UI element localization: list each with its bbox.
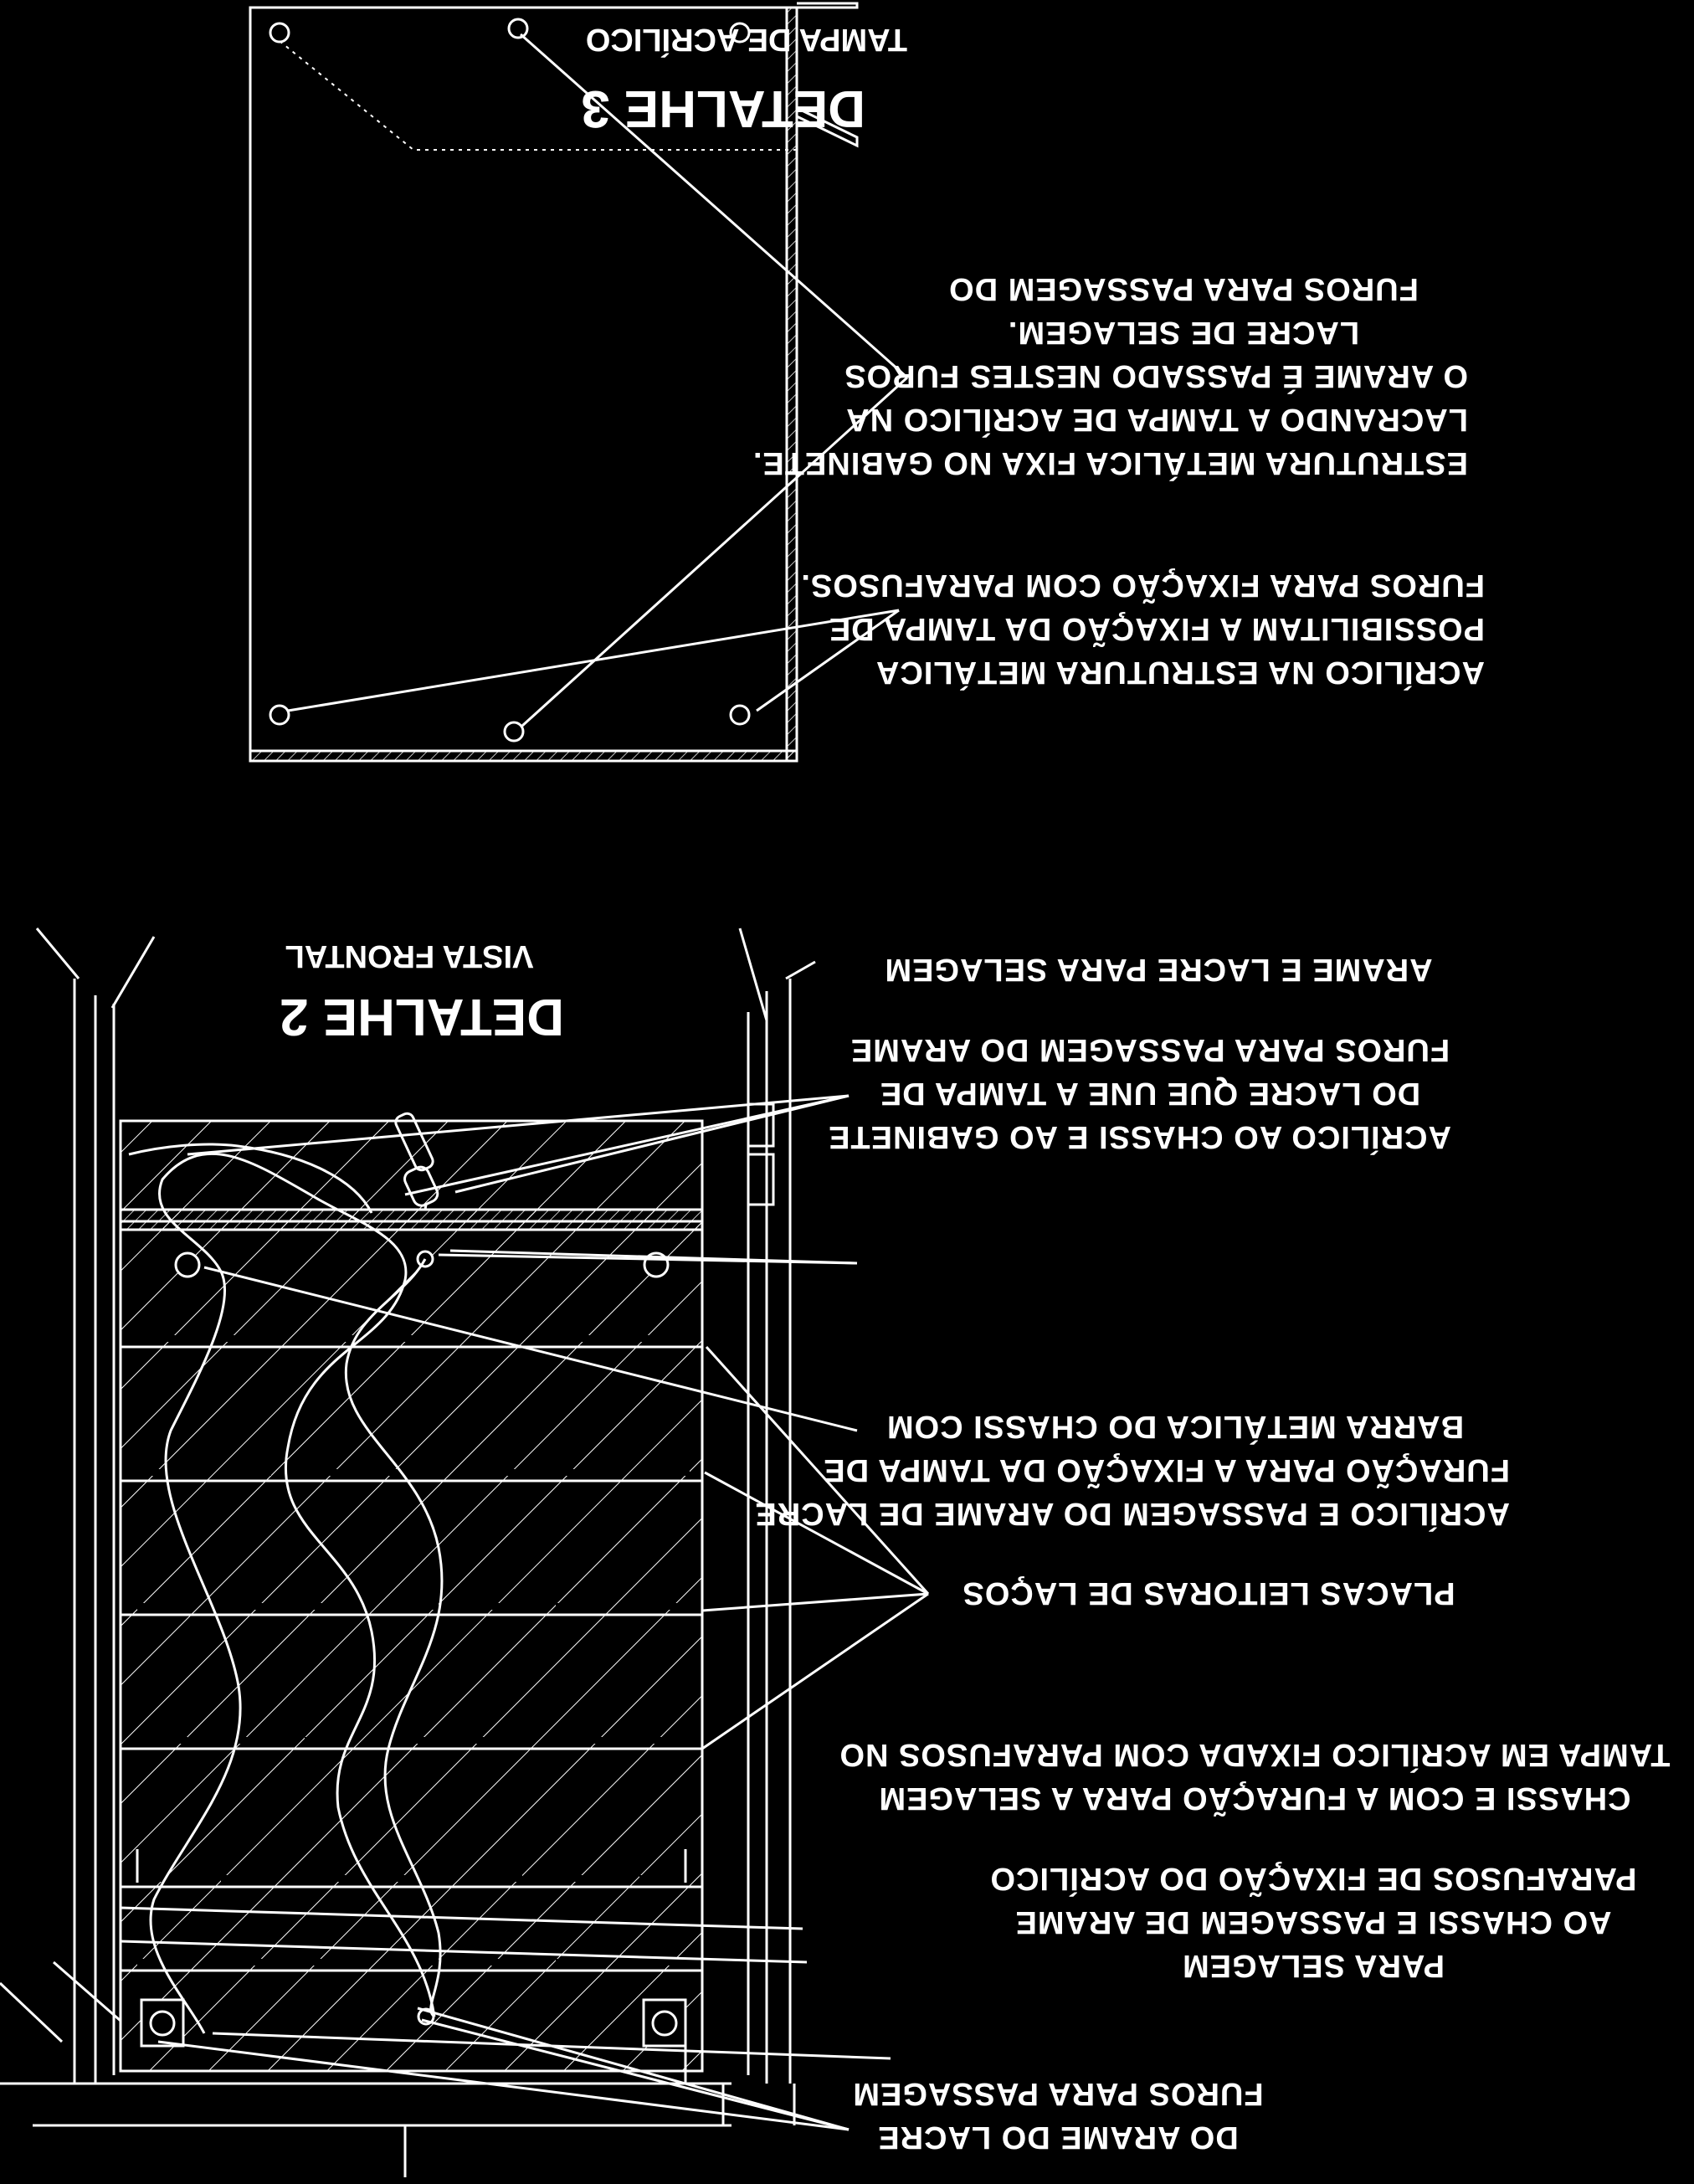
detail-2-title: DETALHE 2 [280, 988, 564, 1046]
cover-fold [797, 2, 859, 9]
cover-dotted-line [279, 40, 797, 151]
screw-icon [174, 1251, 201, 1278]
detail-3-cover [249, 2, 859, 763]
callout-fixing-screws: PARA SELAGEM AO CHASSI E PASSAGEM DE ARA… [989, 1861, 1637, 1983]
detail-3-leaders [287, 33, 909, 727]
reader-board-edges [121, 1220, 702, 1972]
screw-hole-icon [729, 22, 751, 44]
screw-icon [149, 2010, 176, 2037]
lacre-seal-icon [394, 1112, 439, 1210]
callout-screw-holes: ACRÍLICO NA ESTRUTURA METÁLICA POSSIBILI… [800, 568, 1485, 690]
callout-lacre-holes: DO ARAME DO LACRE FUROS PARA PASSAGEM [852, 2076, 1264, 2155]
screw-hole-icon [269, 704, 290, 726]
callout-metal-bar: ACRÍLICO E PASSAGEM DO ARAME DE LACRE FU… [754, 1409, 1510, 1531]
seal-wire [128, 1112, 444, 2034]
detail-2-leaders [120, 1094, 930, 2131]
screw-hole-icon [729, 704, 751, 726]
callout-reader-boards: PLACAS LEITORAS DE LAÇOS [962, 1575, 1455, 1611]
reader-board-dashes [137, 1335, 690, 1966]
cover-bottom-edge [249, 749, 798, 763]
callout-acrylic-cover: CHASSI E COM A FURAÇÃO PARA A SELAGEM TA… [839, 1737, 1671, 1816]
cover-holes [269, 18, 751, 743]
seal-hole-icon [507, 18, 529, 39]
detail-3-title: DETALHE 3 [581, 80, 865, 137]
seal-wire-path-3 [128, 1143, 373, 1214]
cover-perspective [796, 106, 859, 148]
screw-hole-icon [269, 22, 290, 44]
callout-wire-holes: ACRÍLICO AO CHASSI E AO GABINETE DO LACR… [828, 1032, 1451, 1154]
seal-wire-path [149, 1152, 436, 2034]
seal-wire-path-2 [344, 1258, 444, 2018]
seal-hole-icon [503, 721, 525, 743]
callout-seal-holes: ESTRUTURA METÁLICA FIXA NO GABINETE. LAC… [752, 271, 1468, 480]
callout-wire-seal: ARAME E LACRE PARA SELAGEM [884, 952, 1433, 987]
detail-3-subtitle: TAMPA DE ACRÍLICO [585, 22, 907, 57]
screw-icon [651, 2010, 678, 2037]
detail-2-subtitle: VISTA FRONTAL [285, 938, 534, 974]
chassis-top-bar [119, 1208, 704, 1231]
acrylic-cover-front [112, 1119, 704, 2085]
